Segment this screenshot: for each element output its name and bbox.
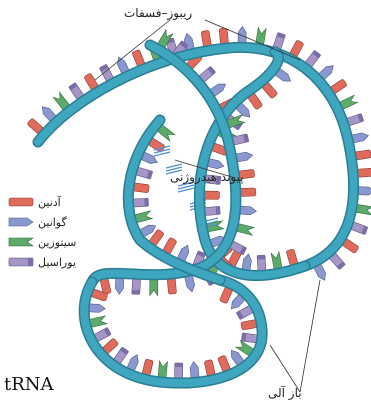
leader-line (300, 280, 320, 392)
guanine-arrow-icon (8, 217, 34, 227)
legend-cytosine-label: سیتوزین (38, 236, 76, 249)
hydrogen-bond-label: پیوند هیدروژنی (170, 170, 244, 184)
base-label: باز آلی (268, 386, 302, 400)
trna-label: tRNA (4, 374, 54, 395)
backbone-segment (84, 280, 262, 383)
legend-uracil-label: یوراسیل (38, 256, 76, 269)
backbone-label: ریبوز–فسفات (124, 6, 192, 20)
adenine-block-icon (8, 197, 34, 207)
cytosine-notch-icon (8, 237, 34, 247)
legend-guanine-label: گوانین (38, 216, 67, 229)
legend-adenine-label: آدنین (38, 196, 61, 209)
ribose-phosphate-backbone (38, 45, 354, 383)
uracil-bar-icon (8, 257, 34, 267)
leader-line (270, 345, 300, 392)
